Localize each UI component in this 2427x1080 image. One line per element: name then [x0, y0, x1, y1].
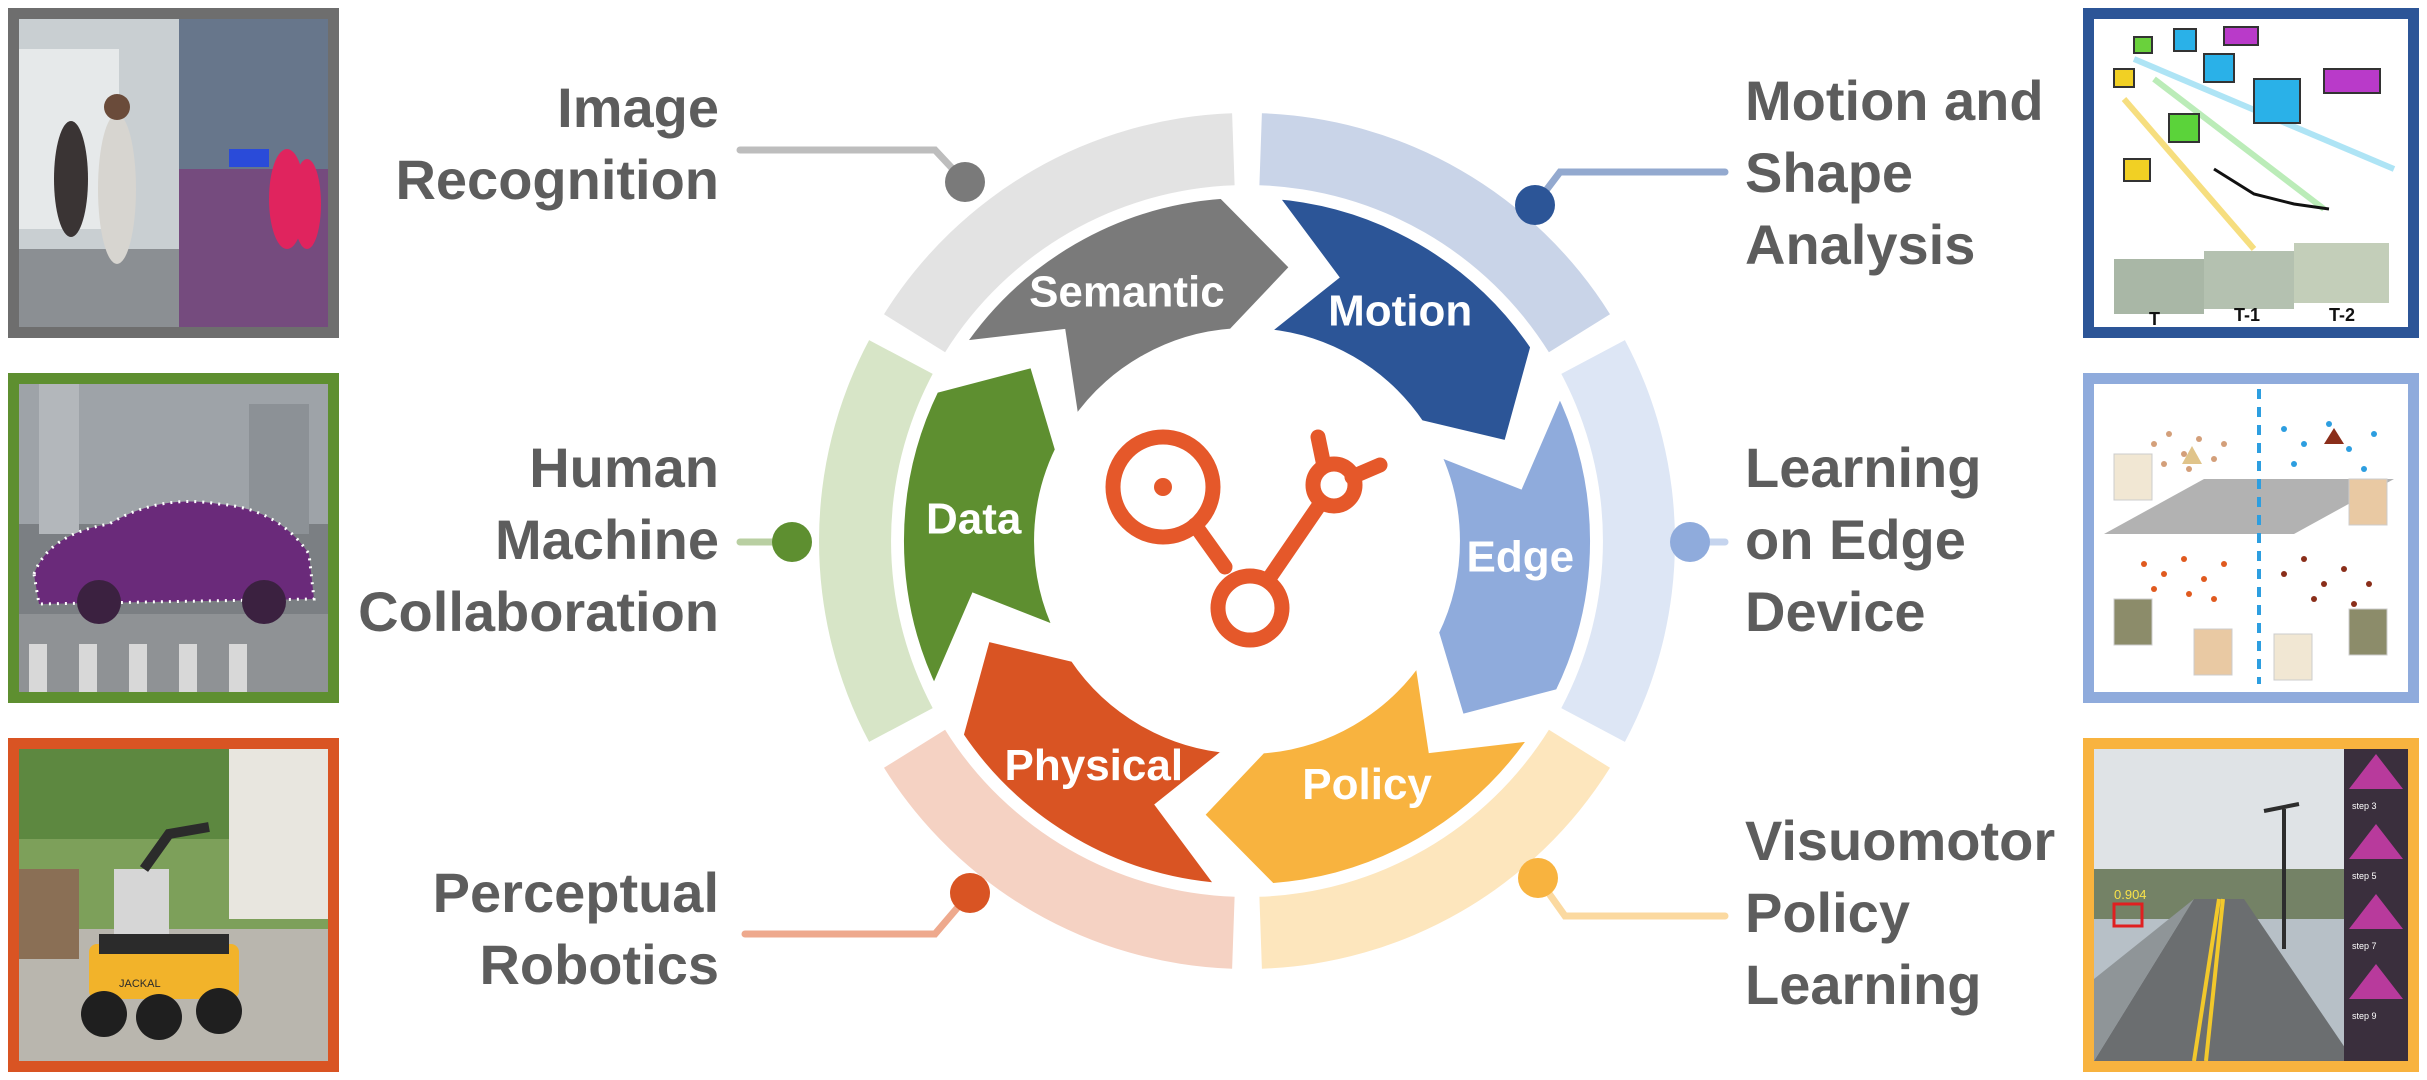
outer-band-edge: [1561, 340, 1675, 742]
image-recognition-thumbnail: [8, 8, 339, 338]
topic-line: Image: [557, 76, 719, 139]
outer-band-data: [819, 340, 933, 742]
frame-label-t2: T-2: [2329, 305, 2355, 325]
topic-learning-edge: Learning on Edge Device: [1745, 432, 1981, 648]
step-label: step 5: [2352, 871, 2377, 881]
policy-score-text: 0.904: [2114, 887, 2147, 902]
topic-line: Robotics: [479, 933, 719, 996]
topic-line: Policy: [1745, 881, 1910, 944]
topic-line: Motion and: [1745, 69, 2044, 132]
segment-semantic: [948, 188, 1303, 439]
segment-data: [894, 356, 1071, 706]
outer-band-physical: [884, 729, 1235, 969]
center-disc: [1042, 336, 1452, 746]
topic-visuomotor: Visuomotor Policy Learning: [1745, 805, 2055, 1021]
perceptual-robotics-thumbnail: JACKAL: [8, 738, 339, 1072]
topic-line: Learning: [1745, 436, 1982, 499]
segment-physical: [953, 630, 1246, 894]
step-label: step 9: [2352, 1011, 2377, 1021]
connector-dot-motion-shape: [1515, 185, 1555, 225]
frame-label-t1: T-1: [2234, 305, 2260, 325]
connector-dot-perceptual-robotics: [950, 873, 990, 913]
network-graph-icon: [1105, 429, 1388, 648]
segment-edge: [1423, 376, 1600, 726]
segment-label-data: Data: [926, 495, 1022, 544]
topic-line: Human: [529, 436, 719, 499]
topic-motion-shape: Motion and Shape Analysis: [1745, 65, 2044, 281]
outer-ring: [819, 113, 1675, 969]
segment-motion: [1248, 188, 1541, 452]
topic-image-recognition: Image Recognition: [395, 72, 719, 216]
connector-lines: [736, 146, 1729, 938]
segment-label-physical: Physical: [1005, 741, 1184, 790]
learning-edge-thumbnail: [2083, 373, 2419, 703]
motion-shape-thumbnail: T T-1 T-2: [2083, 8, 2419, 338]
topic-line: on Edge: [1745, 508, 1966, 571]
visuomotor-thumbnail: 0.904 step 3 step 5 step 7 step 9: [2083, 738, 2419, 1072]
outer-band-policy: [1259, 729, 1610, 969]
segment-ring: [894, 188, 1600, 894]
segment-label-motion: Motion: [1328, 286, 1472, 335]
connector-dot-image-recognition: [945, 162, 985, 202]
topic-line: Perceptual: [432, 861, 719, 924]
human-machine-thumbnail: [8, 373, 339, 703]
segment-label-policy: Policy: [1302, 760, 1432, 809]
topic-line: Collaboration: [358, 580, 719, 643]
topic-line: Analysis: [1745, 213, 1976, 276]
topic-perceptual-robotics: Perceptual Robotics: [433, 857, 719, 1001]
topic-line: Visuomotor: [1745, 809, 2056, 872]
topic-human-machine: Human Machine Collaboration: [358, 432, 719, 648]
segment-label-semantic: Semantic: [1029, 267, 1225, 316]
topic-line: Machine: [494, 508, 719, 571]
topic-line: Shape: [1745, 141, 1914, 204]
topic-line: Device: [1745, 580, 1926, 643]
segment-label-edge: Edge: [1467, 533, 1575, 582]
connector-dot-visuomotor: [1518, 858, 1558, 898]
segment-policy: [1191, 643, 1546, 894]
connector-dot-learning-edge: [1670, 522, 1710, 562]
topic-line: Learning: [1745, 953, 1982, 1016]
outer-band-motion: [1259, 113, 1610, 353]
frame-label-t: T: [2149, 309, 2160, 327]
topic-line: Recognition: [395, 148, 719, 211]
robot-brand-text: JACKAL: [119, 978, 161, 990]
outer-band-semantic: [884, 113, 1235, 353]
step-label: step 3: [2352, 801, 2377, 811]
step-label: step 7: [2352, 941, 2377, 951]
connector-dot-human-machine: [772, 522, 812, 562]
